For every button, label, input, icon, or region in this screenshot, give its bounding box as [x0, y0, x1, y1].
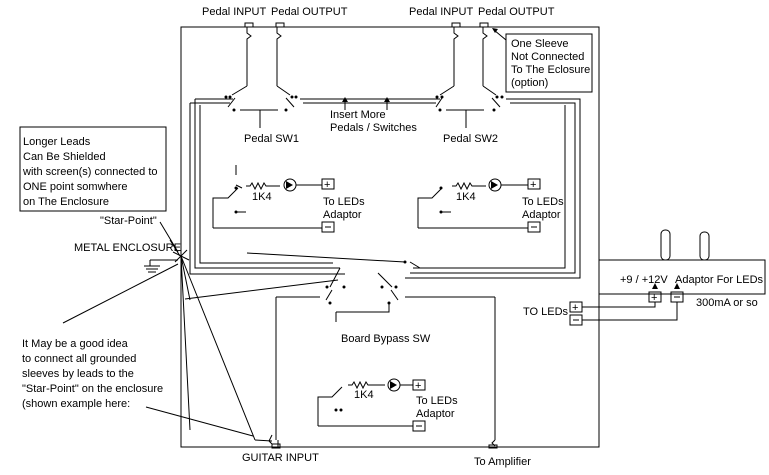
metal-enclosure-outline — [180, 26, 600, 448]
svg-text:1K4: 1K4 — [456, 191, 476, 203]
svg-text:Can Be Shielded: Can Be Shielded — [23, 151, 106, 163]
pedal-sw2-label: Pedal SW2 — [443, 133, 498, 145]
svg-text:TO LEDs: TO LEDs — [523, 306, 569, 318]
svg-text:sleeves by leads to the: sleeves by leads to the — [22, 368, 134, 380]
svg-text:+: + — [415, 380, 421, 392]
svg-text:Adaptor For LEDs: Adaptor For LEDs — [675, 274, 764, 286]
svg-text:1K4: 1K4 — [252, 191, 272, 203]
svg-text:To The Eclosure: To The Eclosure — [511, 64, 590, 76]
led-minus-terminal-1 — [321, 221, 335, 233]
svg-text:Not Connected: Not Connected — [511, 51, 584, 63]
guitar-input-label: GUITAR INPUT — [242, 452, 319, 464]
pedal-sw1: Pedal SW1 — [224, 85, 299, 214]
svg-text:To LEDs: To LEDs — [416, 395, 458, 407]
pedal-jacks-1 — [244, 22, 285, 86]
svg-text:on The Enclosure: on The Enclosure — [23, 196, 109, 208]
pedal-output-2-label: Pedal OUTPUT — [478, 6, 555, 18]
svg-text:(option): (option) — [511, 77, 548, 89]
svg-text:It May be a good idea: It May be a good idea — [22, 338, 129, 350]
svg-text:Adaptor: Adaptor — [323, 209, 362, 221]
to-amplifier-label: To Amplifier — [474, 456, 531, 468]
led-plus-terminal-2 — [527, 178, 541, 190]
svg-text:Insert More: Insert More — [330, 109, 386, 121]
star-point — [62, 221, 256, 441]
led-plus-terminal-1 — [321, 178, 335, 190]
svg-text:ONE point somwhere: ONE point somwhere — [23, 181, 128, 193]
led-circuit-3: 1K4 + To LEDs Adaptor — [317, 378, 458, 432]
svg-text:1K4: 1K4 — [354, 389, 374, 401]
svg-text:+: + — [651, 292, 657, 304]
star-point-label: "Star-Point" — [100, 215, 157, 227]
svg-text:To LEDs: To LEDs — [522, 196, 564, 208]
led-adaptor: +9 / +12V Adaptor For LEDs + 300mA or so — [598, 229, 766, 309]
svg-text:One Sleeve: One Sleeve — [511, 38, 568, 50]
board-bypass-sw: Board Bypass SW — [184, 252, 496, 440]
svg-text:(shown example here:: (shown example here: — [22, 398, 130, 410]
svg-text:Longer Leads: Longer Leads — [23, 136, 91, 148]
pedal-sw2: Pedal SW2 — [435, 85, 504, 214]
bottom-jacks — [254, 434, 498, 449]
svg-text:Pedals / Switches: Pedals / Switches — [330, 122, 417, 134]
signal-bus — [189, 98, 581, 279]
svg-text:300mA or so: 300mA or so — [696, 297, 758, 309]
svg-text:+9 / +12V: +9 / +12V — [620, 274, 668, 286]
sleeve-note: One Sleeve Not Connected To The Eclosure… — [492, 28, 593, 93]
led-plus-terminal-3 — [412, 379, 426, 391]
svg-text:Adaptor: Adaptor — [522, 209, 561, 221]
svg-text:with screen(s) connected to: with screen(s) connected to — [22, 166, 158, 178]
svg-text:to connect all grounded: to connect all grounded — [22, 353, 136, 365]
led-circuit-1: 1K4 + To LEDs Adaptor — [212, 178, 365, 233]
svg-text:Adaptor: Adaptor — [416, 408, 455, 420]
pedal-output-1-label: Pedal OUTPUT — [271, 6, 348, 18]
svg-text:"Star-Point" on the enclosure: "Star-Point" on the enclosure — [22, 383, 163, 395]
svg-text:+: + — [530, 179, 536, 191]
pedal-input-1-label: Pedal INPUT — [202, 6, 266, 18]
board-bypass-sw-label: Board Bypass SW — [341, 333, 431, 345]
svg-text:+: + — [572, 302, 578, 314]
metal-enclosure-label: METAL ENCLOSURE — [74, 242, 181, 254]
pedal-input-2-label: Pedal INPUT — [409, 6, 473, 18]
pedal-sw1-label: Pedal SW1 — [244, 133, 299, 145]
svg-text:+: + — [324, 179, 330, 191]
grounding-note: It May be a good idea to connect all gro… — [22, 338, 254, 437]
pedal-jacks-2 — [451, 22, 489, 86]
svg-text:To LEDs: To LEDs — [323, 196, 365, 208]
to-leds-terminals: TO LEDs + — [523, 301, 678, 326]
longer-leads-note: Longer Leads Can Be Shielded with screen… — [19, 126, 167, 212]
led-circuit-2: 1K4 + To LEDs Adaptor — [417, 178, 564, 233]
insert-more-note: Insert More Pedals / Switches — [330, 97, 417, 134]
led-minus-terminal-2 — [527, 221, 541, 233]
